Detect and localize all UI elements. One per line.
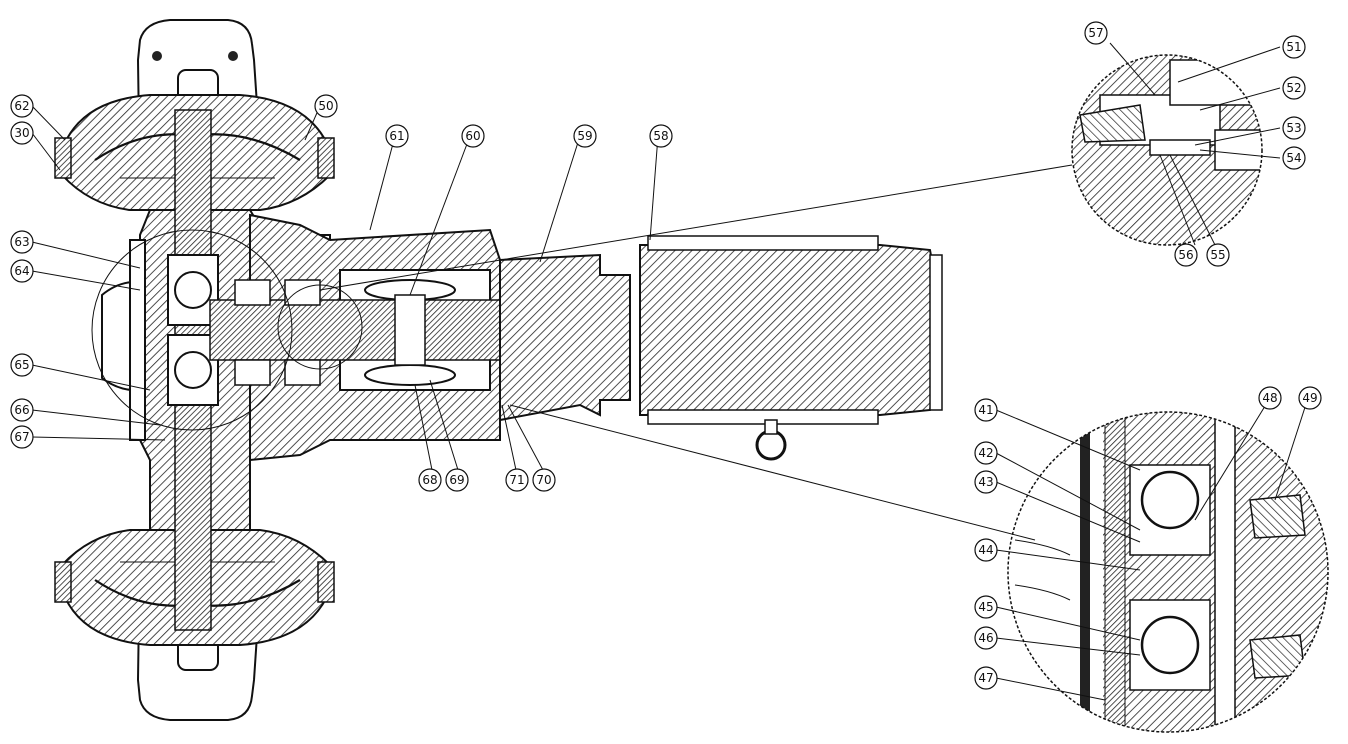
callout-55: 55: [1206, 243, 1230, 267]
callout-58: 58: [649, 124, 673, 148]
callout-50: 50: [314, 94, 338, 118]
svg-text:69: 69: [449, 473, 464, 487]
detail-marker-top: [277, 284, 363, 370]
callout-56: 56: [1174, 243, 1198, 267]
svg-text:63: 63: [14, 235, 29, 249]
callout-44: 44: [974, 538, 998, 562]
svg-text:48: 48: [1262, 391, 1277, 405]
svg-text:60: 60: [465, 129, 480, 143]
svg-text:65: 65: [14, 358, 29, 372]
callout-53: 53: [1282, 116, 1306, 140]
svg-text:61: 61: [389, 129, 404, 143]
callout-69: 69: [445, 468, 469, 492]
svg-text:68: 68: [422, 473, 437, 487]
callout-45: 45: [974, 595, 998, 619]
callout-67: 67: [10, 425, 34, 449]
svg-text:46: 46: [978, 631, 993, 645]
svg-text:30: 30: [14, 126, 29, 140]
svg-text:49: 49: [1302, 391, 1317, 405]
svg-text:53: 53: [1286, 121, 1301, 135]
svg-text:42: 42: [978, 446, 993, 460]
callout-47: 47: [974, 666, 998, 690]
svg-text:47: 47: [978, 671, 993, 685]
svg-text:66: 66: [14, 403, 29, 417]
callout-51: 51: [1282, 35, 1306, 59]
callout-41: 41: [974, 398, 998, 422]
callout-62: 62: [10, 94, 34, 118]
callout-70: 70: [532, 468, 556, 492]
callout-63: 63: [10, 230, 34, 254]
svg-text:57: 57: [1088, 26, 1103, 40]
callout-48: 48: [1258, 386, 1282, 410]
svg-text:59: 59: [577, 129, 592, 143]
svg-text:54: 54: [1286, 151, 1301, 165]
callout-49: 49: [1298, 386, 1322, 410]
callout-65: 65: [10, 353, 34, 377]
svg-text:50: 50: [318, 99, 333, 113]
motor-body: [639, 244, 939, 416]
svg-text:43: 43: [978, 475, 993, 489]
callout-30: 30: [10, 121, 34, 145]
main-assembly: [54, 19, 943, 721]
svg-text:70: 70: [536, 473, 551, 487]
callout-59: 59: [573, 124, 597, 148]
callout-54: 54: [1282, 146, 1306, 170]
svg-text:52: 52: [1286, 81, 1301, 95]
callouts: 62 30 50 61 60 59 58 63 64 65 66 67 68 6…: [10, 21, 1322, 690]
callout-60: 60: [461, 124, 485, 148]
svg-text:45: 45: [978, 600, 993, 614]
callout-52: 52: [1282, 76, 1306, 100]
svg-text:55: 55: [1210, 248, 1225, 262]
svg-text:51: 51: [1286, 40, 1301, 54]
callout-64: 64: [10, 259, 34, 283]
svg-text:56: 56: [1178, 248, 1193, 262]
adapter-flange: [499, 253, 631, 422]
leader-lines: [31, 42, 1309, 701]
callout-68: 68: [418, 468, 442, 492]
callout-71: 71: [505, 468, 529, 492]
detail-view-top: [1071, 54, 1263, 246]
svg-text:62: 62: [14, 99, 29, 113]
svg-text:44: 44: [978, 543, 993, 557]
detail-view-bottom: [1007, 411, 1329, 733]
callout-57: 57: [1084, 21, 1108, 45]
svg-text:64: 64: [14, 264, 29, 278]
callout-46: 46: [974, 626, 998, 650]
callout-66: 66: [10, 398, 34, 422]
svg-text:58: 58: [653, 129, 668, 143]
svg-text:41: 41: [978, 403, 993, 417]
callout-42: 42: [974, 441, 998, 465]
svg-text:67: 67: [14, 430, 29, 444]
svg-text:71: 71: [509, 473, 524, 487]
callout-61: 61: [385, 124, 409, 148]
callout-43: 43: [974, 470, 998, 494]
detail-marker-bottom: [91, 229, 293, 431]
